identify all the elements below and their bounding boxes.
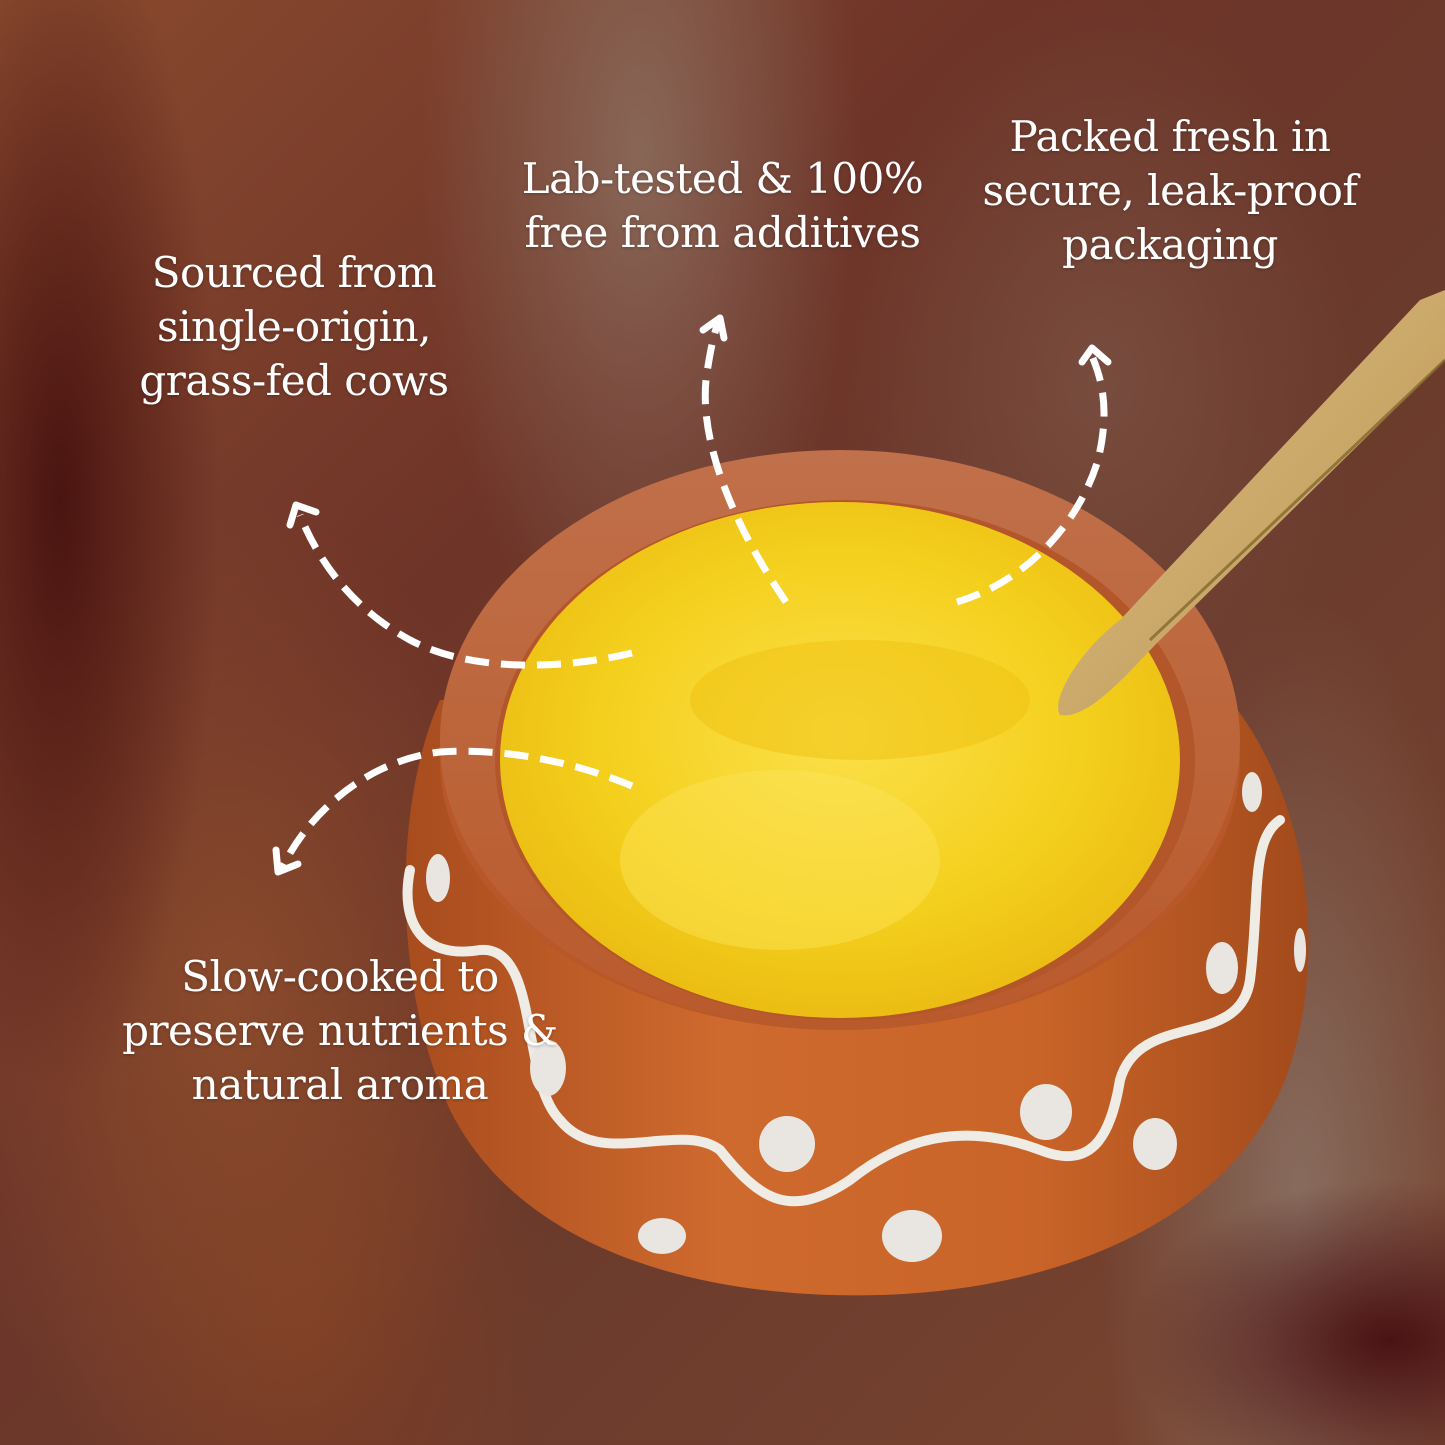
callout-line: Sourced from bbox=[151, 248, 437, 297]
callout-sourced: Sourced from single-origin, grass-fed co… bbox=[104, 246, 484, 408]
callout-line: free from additives bbox=[524, 208, 921, 257]
callout-line: Slow-cooked to bbox=[181, 952, 499, 1001]
curved-dashed-arrow-icon bbox=[272, 314, 1112, 876]
callout-line: Packed fresh in bbox=[1009, 112, 1331, 161]
callout-line: natural aroma bbox=[191, 1060, 489, 1109]
callout-line: Lab-tested & 100% bbox=[521, 154, 924, 203]
callout-line: grass-fed cows bbox=[139, 356, 449, 405]
callout-lab-tested: Lab-tested & 100% free from additives bbox=[500, 152, 945, 260]
brass-spoon bbox=[1058, 290, 1445, 716]
callout-line: preserve nutrients & bbox=[122, 1006, 558, 1055]
callout-line: single-origin, bbox=[157, 302, 431, 351]
callout-slow-cooked: Slow-cooked to preserve nutrients & natu… bbox=[100, 950, 580, 1112]
callout-packed-fresh: Packed fresh in secure, leak-proof packa… bbox=[960, 110, 1380, 272]
clay-pot bbox=[402, 450, 1309, 1296]
callout-line: secure, leak-proof bbox=[982, 166, 1358, 215]
callout-line: packaging bbox=[1062, 220, 1278, 269]
